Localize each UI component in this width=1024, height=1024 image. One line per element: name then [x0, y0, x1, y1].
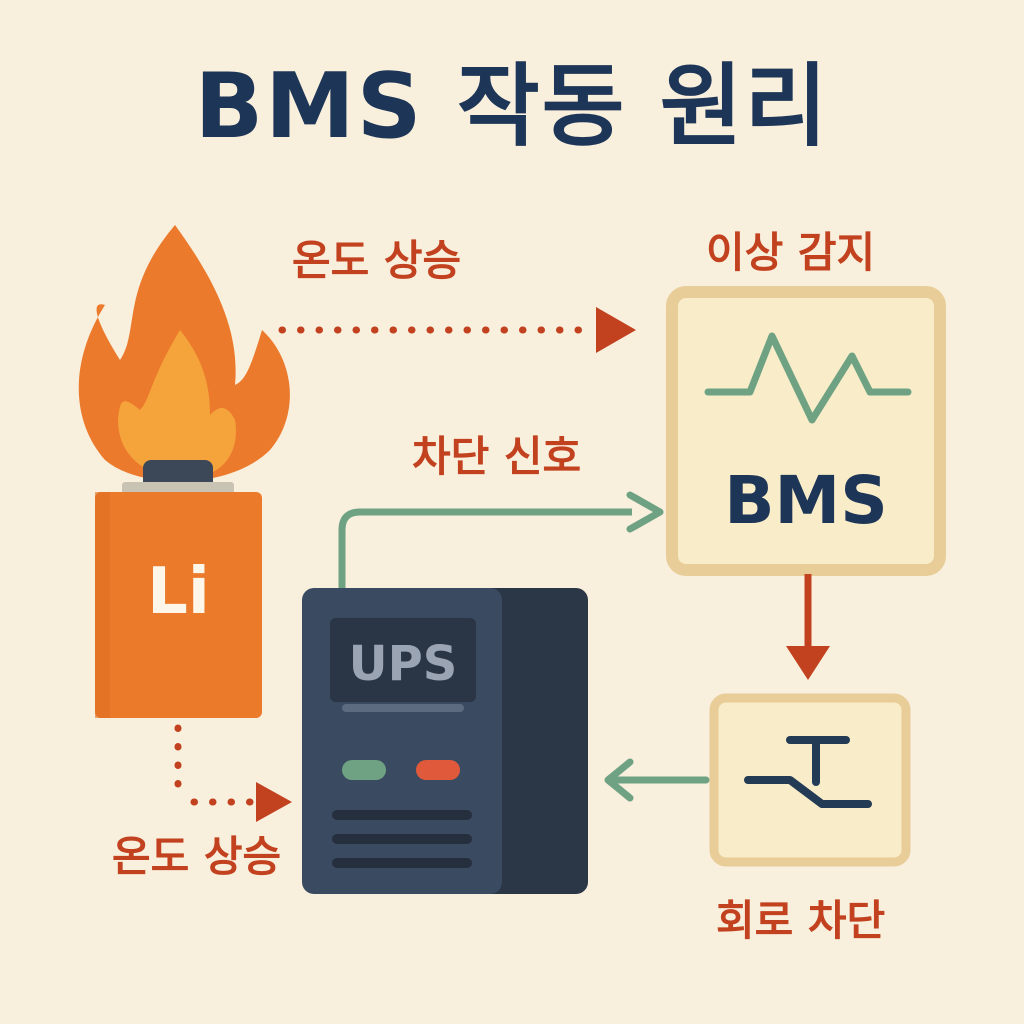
ups-vent-2: [332, 834, 472, 844]
ups-vent-1: [332, 810, 472, 820]
battery-label: Li: [147, 555, 210, 629]
ups-display: [330, 618, 476, 702]
label-cutoff-signal: 차단 신호: [412, 432, 582, 481]
circuit-switch-icon: [744, 736, 872, 808]
ups-vent-3: [332, 858, 472, 868]
ups-status-led-red: [416, 760, 460, 780]
cutoff-signal-arrow: [338, 491, 664, 590]
temp-rise-arrow-bottom: [174, 724, 292, 822]
ups-display-bar: [342, 704, 464, 712]
battery-body: [95, 492, 262, 718]
ups-label: UPS: [348, 636, 458, 692]
temp-rise-arrow-top: [278, 307, 636, 353]
lithium-battery: [95, 460, 262, 718]
label-anomaly-detect: 이상 감지: [706, 228, 876, 277]
circuit-breaker-module: [709, 693, 911, 867]
ups-status-led-green: [342, 760, 386, 780]
bms-box: [666, 286, 946, 576]
bms-label: BMS: [724, 462, 888, 539]
diagram-title: BMS 작동 원리: [194, 54, 830, 159]
ups-unit: [302, 588, 588, 894]
label-circuit-break: 회로 차단: [716, 896, 886, 945]
waveform-icon: [704, 332, 912, 424]
battery-cap: [122, 482, 234, 494]
bms-to-breaker-arrow: [786, 574, 830, 680]
label-temp-rise-top: 온도 상승: [292, 236, 462, 285]
breaker-to-ups-arrow: [604, 758, 710, 802]
breaker-box: [709, 693, 911, 867]
bms-module: [666, 286, 946, 576]
label-temp-rise-bottom: 온도 상승: [112, 832, 282, 881]
fire-icon: [78, 225, 290, 482]
